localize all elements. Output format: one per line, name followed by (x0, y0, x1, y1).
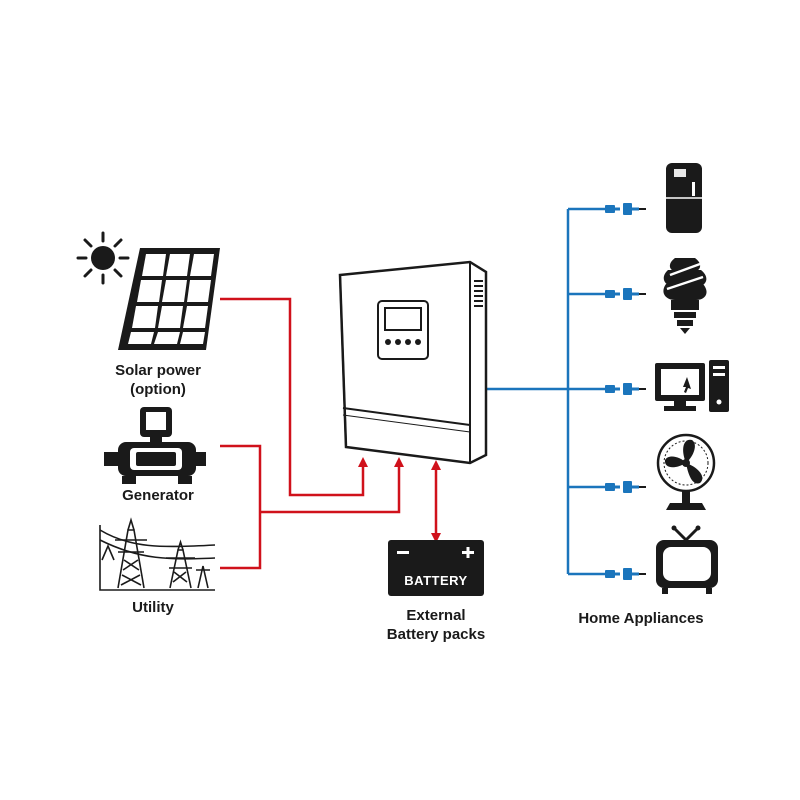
television-icon (656, 525, 718, 594)
battery-label-line2: Battery packs (386, 626, 486, 643)
battery-icon (388, 540, 484, 596)
fan-icon (656, 433, 716, 510)
battery-label-line1: External (406, 607, 466, 624)
sun-icon (76, 231, 130, 285)
inverter-icon (338, 260, 488, 465)
plug-icon (605, 288, 646, 300)
plug-icon (605, 481, 646, 493)
solar-label-line2: (option) (130, 381, 186, 398)
battery-text: BATTERY (404, 573, 468, 588)
inverter-display-panel (377, 300, 429, 360)
refrigerator-icon (666, 163, 702, 233)
utility-generator-merge-line (260, 457, 404, 514)
home-appliances-label: Home Appliances (578, 610, 704, 627)
inverter-vent (474, 280, 483, 307)
computer-icon (655, 360, 729, 412)
power-pylons-icon (99, 517, 216, 591)
plug-icon (605, 203, 646, 215)
generator-label: Generator (122, 487, 194, 504)
input-connections (220, 297, 441, 570)
solar-connection-line (220, 297, 368, 497)
output-connections (487, 207, 605, 576)
pylon-large (115, 517, 147, 589)
utility-label: Utility (132, 599, 174, 616)
generator-icon (104, 407, 206, 484)
solar-label-line1: Solar power (115, 362, 201, 379)
solar-label: Solar power (option) (88, 361, 228, 399)
battery-label: External Battery packs (356, 606, 516, 644)
solar-panel-icon (118, 248, 220, 350)
generator-connection-line (220, 444, 262, 570)
light-bulb-icon (663, 254, 707, 334)
plug-group (605, 203, 646, 580)
plug-icon (605, 383, 646, 395)
pylon-small (166, 539, 195, 589)
plug-icon (605, 568, 646, 580)
